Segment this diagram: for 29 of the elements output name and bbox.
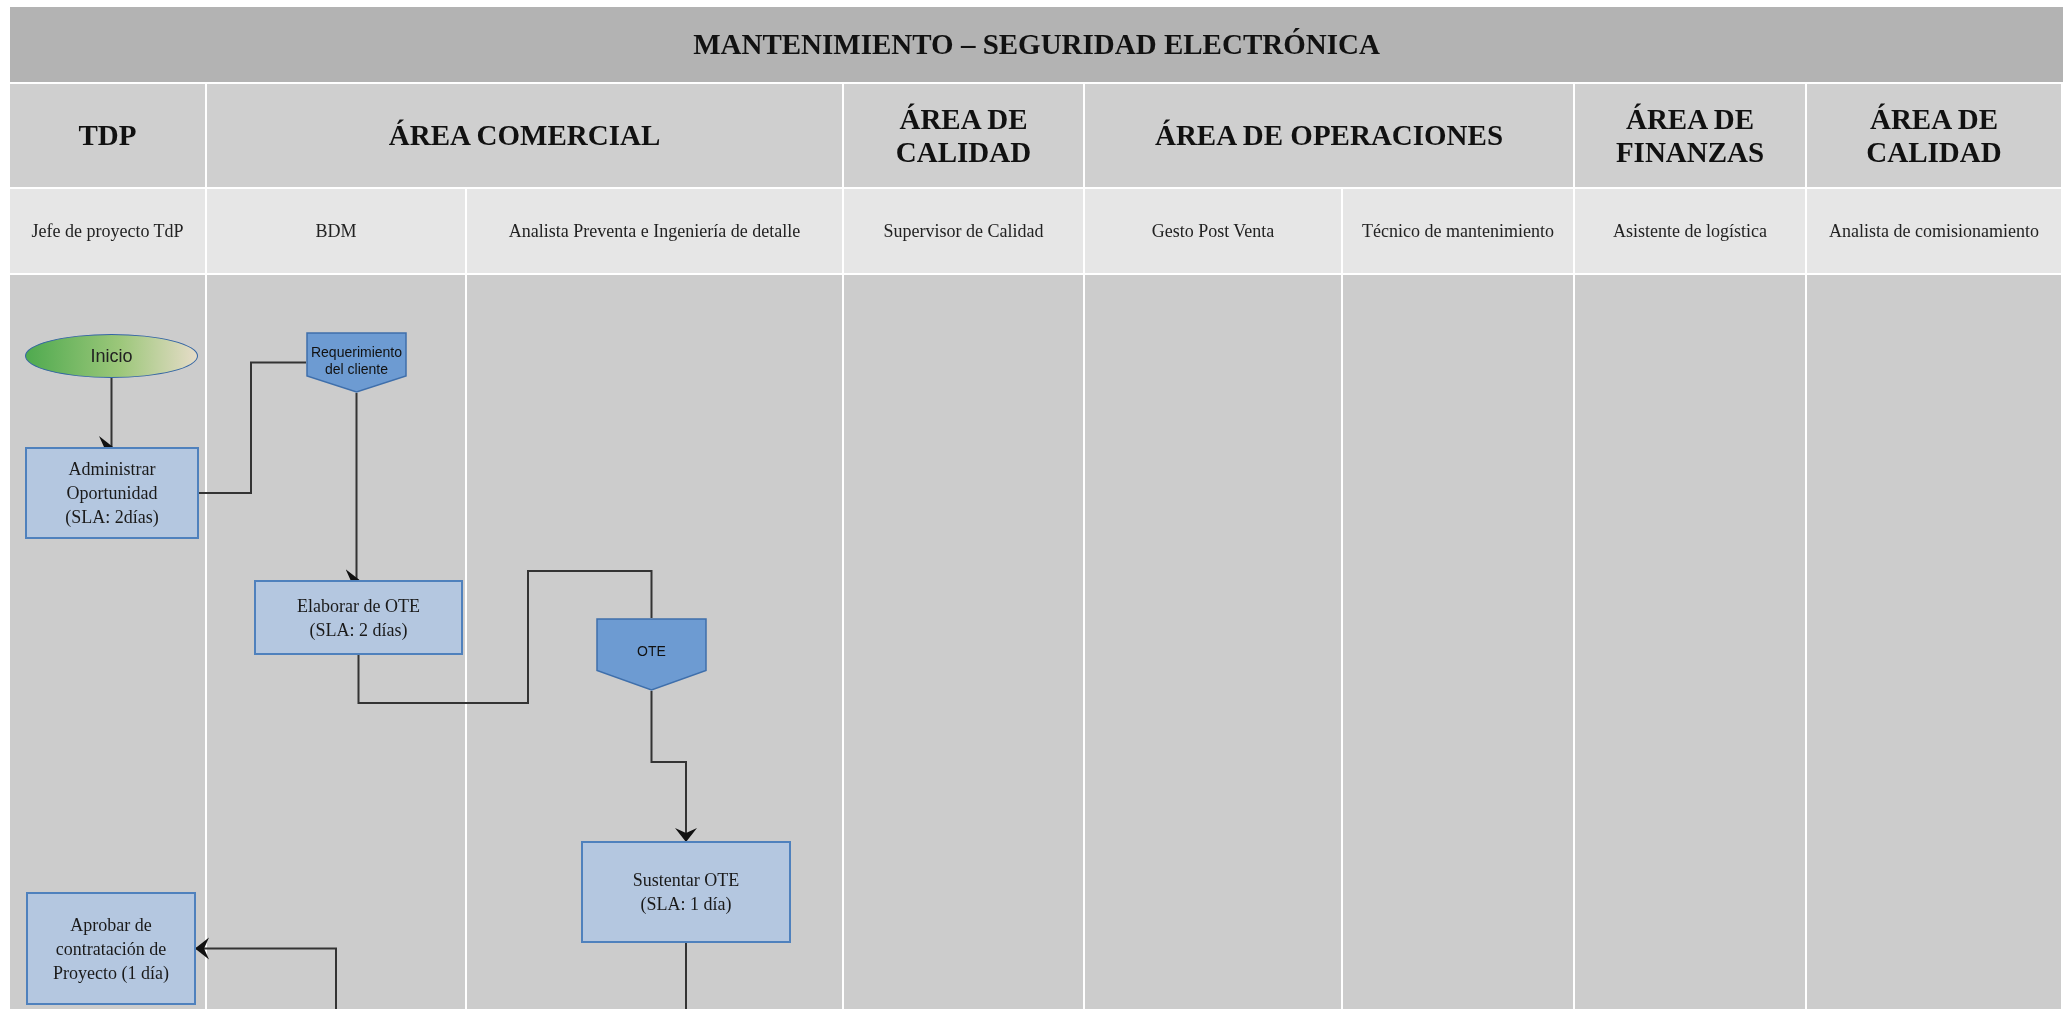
- area-header: ÁREA DE FINANZAS: [1575, 84, 1807, 187]
- area-header: ÁREA DE CALIDAD: [1807, 84, 2063, 187]
- connector-arrow: [650, 690, 697, 842]
- role-header: Supervisor de Calidad: [844, 189, 1085, 273]
- area-header: ÁREA DE OPERACIONES: [1085, 84, 1575, 187]
- role-header: BDM: [207, 189, 467, 273]
- process-box: [254, 580, 463, 655]
- node-text: Requerimiento del cliente: [309, 344, 404, 379]
- role-header: Analista de comisionamiento: [1807, 189, 2063, 273]
- node-text: Administrar Oportunidad (SLA: 2días): [64, 458, 160, 529]
- node-text: Aprobar de contratación de Proyecto (1 día): [52, 913, 170, 985]
- connector-arrow: [195, 937, 337, 1009]
- role-header: Gesto Post Venta: [1085, 189, 1343, 273]
- role-header: Jefe de proyecto TdP: [10, 189, 207, 273]
- role-header: Técnico de mantenimiento: [1343, 189, 1575, 273]
- off-page-connector: [596, 618, 707, 691]
- process-box: [581, 841, 791, 943]
- process-box: [26, 892, 196, 1005]
- node-text: Inicio: [90, 346, 133, 366]
- role-header: Asistente de logística: [1575, 189, 1807, 273]
- node-text: Sustentar OTE (SLA: 1 día): [631, 869, 741, 916]
- node-text: OTE: [637, 643, 666, 661]
- area-header: TDP: [10, 84, 207, 187]
- node-text: Elaborar de OTE (SLA: 2 días): [296, 594, 421, 642]
- role-header: Analista Preventa e Ingeniería de detalle: [467, 189, 844, 273]
- area-header: ÁREA DE CALIDAD: [844, 84, 1085, 187]
- area-header: ÁREA COMERCIAL: [207, 84, 844, 187]
- process-box: [25, 447, 199, 539]
- diagram-title: MANTENIMIENTO – SEGURIDAD ELECTRÓNICA: [693, 26, 1380, 62]
